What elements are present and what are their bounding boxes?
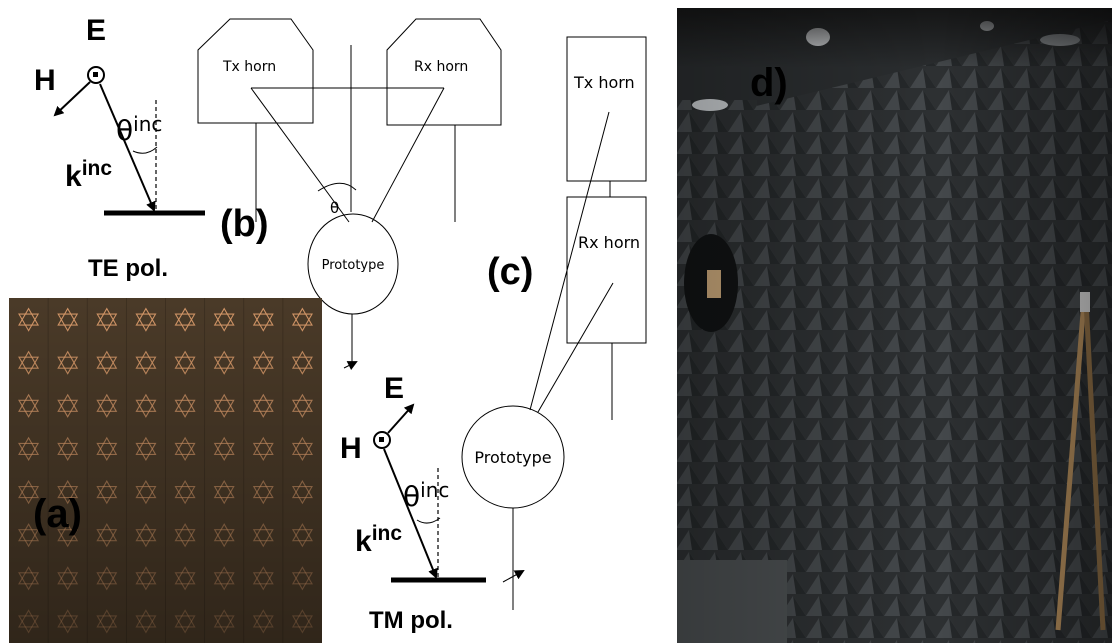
setup-b: (b) Tx horn Rx horn θ Prototype xyxy=(197,18,502,371)
tm-angle-arc xyxy=(416,517,441,524)
tm-k-label: kinc xyxy=(355,522,402,558)
tm-theta-label: θinc xyxy=(403,478,449,513)
tm-k-arrow xyxy=(383,448,438,579)
te-theta-label: θinc xyxy=(116,112,162,147)
setup-b-angle-label: θ xyxy=(330,199,339,217)
setup-c-rx-label: Rx horn xyxy=(578,233,640,252)
setup-b-reflected-path xyxy=(371,87,445,223)
tm-e-label: E xyxy=(384,372,404,405)
setup-c-prototype: Prototype xyxy=(461,405,565,509)
te-h-arrow xyxy=(53,81,91,117)
setup-b-rx-label: Rx horn xyxy=(414,59,468,75)
setup-c: (c) Tx horn Rx horn Prototype xyxy=(461,36,647,610)
setup-b-tx-horn: Tx horn xyxy=(197,18,314,222)
te-k-arrow xyxy=(99,83,156,212)
tm-e-arrow xyxy=(387,403,415,434)
tm-h-label: H xyxy=(340,432,362,465)
te-theta-sup: inc xyxy=(133,112,162,136)
setup-c-rotation-arrow xyxy=(502,570,525,583)
setup-b-rotation-arrow xyxy=(343,361,358,371)
te-out-of-plane-icon xyxy=(87,66,105,84)
setup-c-reflected-path xyxy=(537,282,614,413)
setup-c-rx-horn: Rx horn xyxy=(566,196,647,344)
te-e-label: E xyxy=(86,14,106,47)
tm-diagram: E H θinc kinc TM pol. xyxy=(340,372,486,634)
te-k-sup: inc xyxy=(82,157,113,180)
tm-out-of-plane-icon xyxy=(373,431,391,449)
setup-c-prototype-label: Prototype xyxy=(474,448,551,467)
setup-b-incident-path xyxy=(250,87,350,223)
setup-c-panel-label: (c) xyxy=(487,251,533,293)
setup-c-tx-label: Tx horn xyxy=(573,73,635,92)
tm-k-sup: inc xyxy=(372,522,403,545)
setup-b-rx-horn: Rx horn xyxy=(386,18,502,222)
setup-c-tx-horn: Tx horn xyxy=(566,36,647,182)
tm-pol-label: TM pol. xyxy=(369,607,453,634)
setup-b-tx-label: Tx horn xyxy=(222,59,276,75)
te-h-label: H xyxy=(34,64,56,97)
te-angle-arc xyxy=(132,146,158,154)
setup-c-incident-path xyxy=(529,111,610,411)
te-diagram: E H θinc kinc TE pol. xyxy=(34,14,205,282)
setup-b-panel-label: (b) xyxy=(220,203,269,245)
photo-a: (a) xyxy=(9,298,322,643)
setup-b-angle-arc xyxy=(317,182,357,192)
te-k-label: kinc xyxy=(65,157,112,193)
setup-b-prototype: Prototype xyxy=(307,213,399,315)
setup-b-prototype-label: Prototype xyxy=(322,258,385,273)
photo-a-panel-label: (a) xyxy=(33,492,82,536)
te-pol-label: TE pol. xyxy=(88,255,168,282)
photo-d-panel-label: d) xyxy=(750,61,788,105)
tm-theta-sup: inc xyxy=(420,478,449,502)
photo-d: d) xyxy=(677,8,1112,643)
